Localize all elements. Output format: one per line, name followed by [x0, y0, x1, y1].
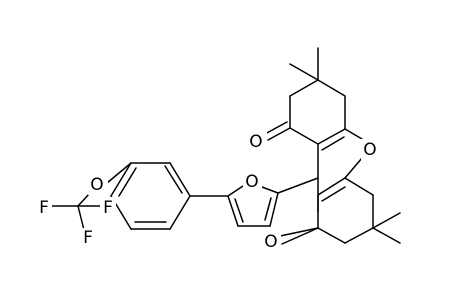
fluorine-bottom: F — [83, 228, 93, 248]
bond — [317, 128, 346, 145]
methyl-bond — [289, 63, 319, 81]
ketone-oxygen-bottom: O — [264, 232, 277, 252]
trifluoromethoxy-group — [51, 162, 132, 231]
fluorine-top-right: F — [103, 198, 113, 218]
furan-oxygen: O — [245, 172, 258, 192]
ketone-oxygen-top: O — [249, 132, 262, 152]
bond — [261, 186, 279, 194]
bond — [227, 185, 244, 197]
bond — [77, 205, 85, 231]
bond — [169, 162, 191, 197]
bond — [289, 79, 319, 97]
bond — [264, 121, 288, 135]
furan-ring — [227, 177, 319, 227]
xanthene-ring-oxygen: O — [363, 140, 376, 160]
atom-labels: O O O O O F F F — [36, 132, 379, 252]
bond — [164, 165, 183, 194]
bond — [289, 127, 319, 145]
bond — [77, 192, 91, 207]
bond — [277, 177, 319, 194]
bond — [344, 128, 363, 140]
bond — [344, 177, 374, 196]
bond — [169, 195, 191, 230]
bond — [317, 79, 346, 97]
bond — [269, 192, 279, 227]
bond — [344, 157, 363, 179]
bond — [317, 227, 346, 244]
top-dimethylcyclohexenone-ring — [264, 47, 346, 179]
phenyl-ring — [110, 162, 229, 230]
bond — [106, 162, 132, 184]
bond — [118, 167, 137, 197]
bond — [321, 186, 346, 202]
methyl-bond — [372, 227, 401, 244]
bond — [279, 227, 319, 237]
bond — [110, 162, 132, 197]
bond — [317, 177, 346, 196]
bond — [227, 195, 239, 227]
bond — [234, 198, 244, 223]
bottom-dimethylcyclohexenone-ring — [279, 177, 401, 245]
methyl-bond — [372, 212, 401, 229]
ether-oxygen: O — [90, 175, 103, 195]
bond — [321, 136, 345, 151]
fluorine-top-left: F — [39, 198, 49, 218]
bond — [281, 227, 319, 245]
bond — [267, 127, 291, 141]
bond — [264, 197, 272, 221]
bond — [344, 227, 374, 244]
